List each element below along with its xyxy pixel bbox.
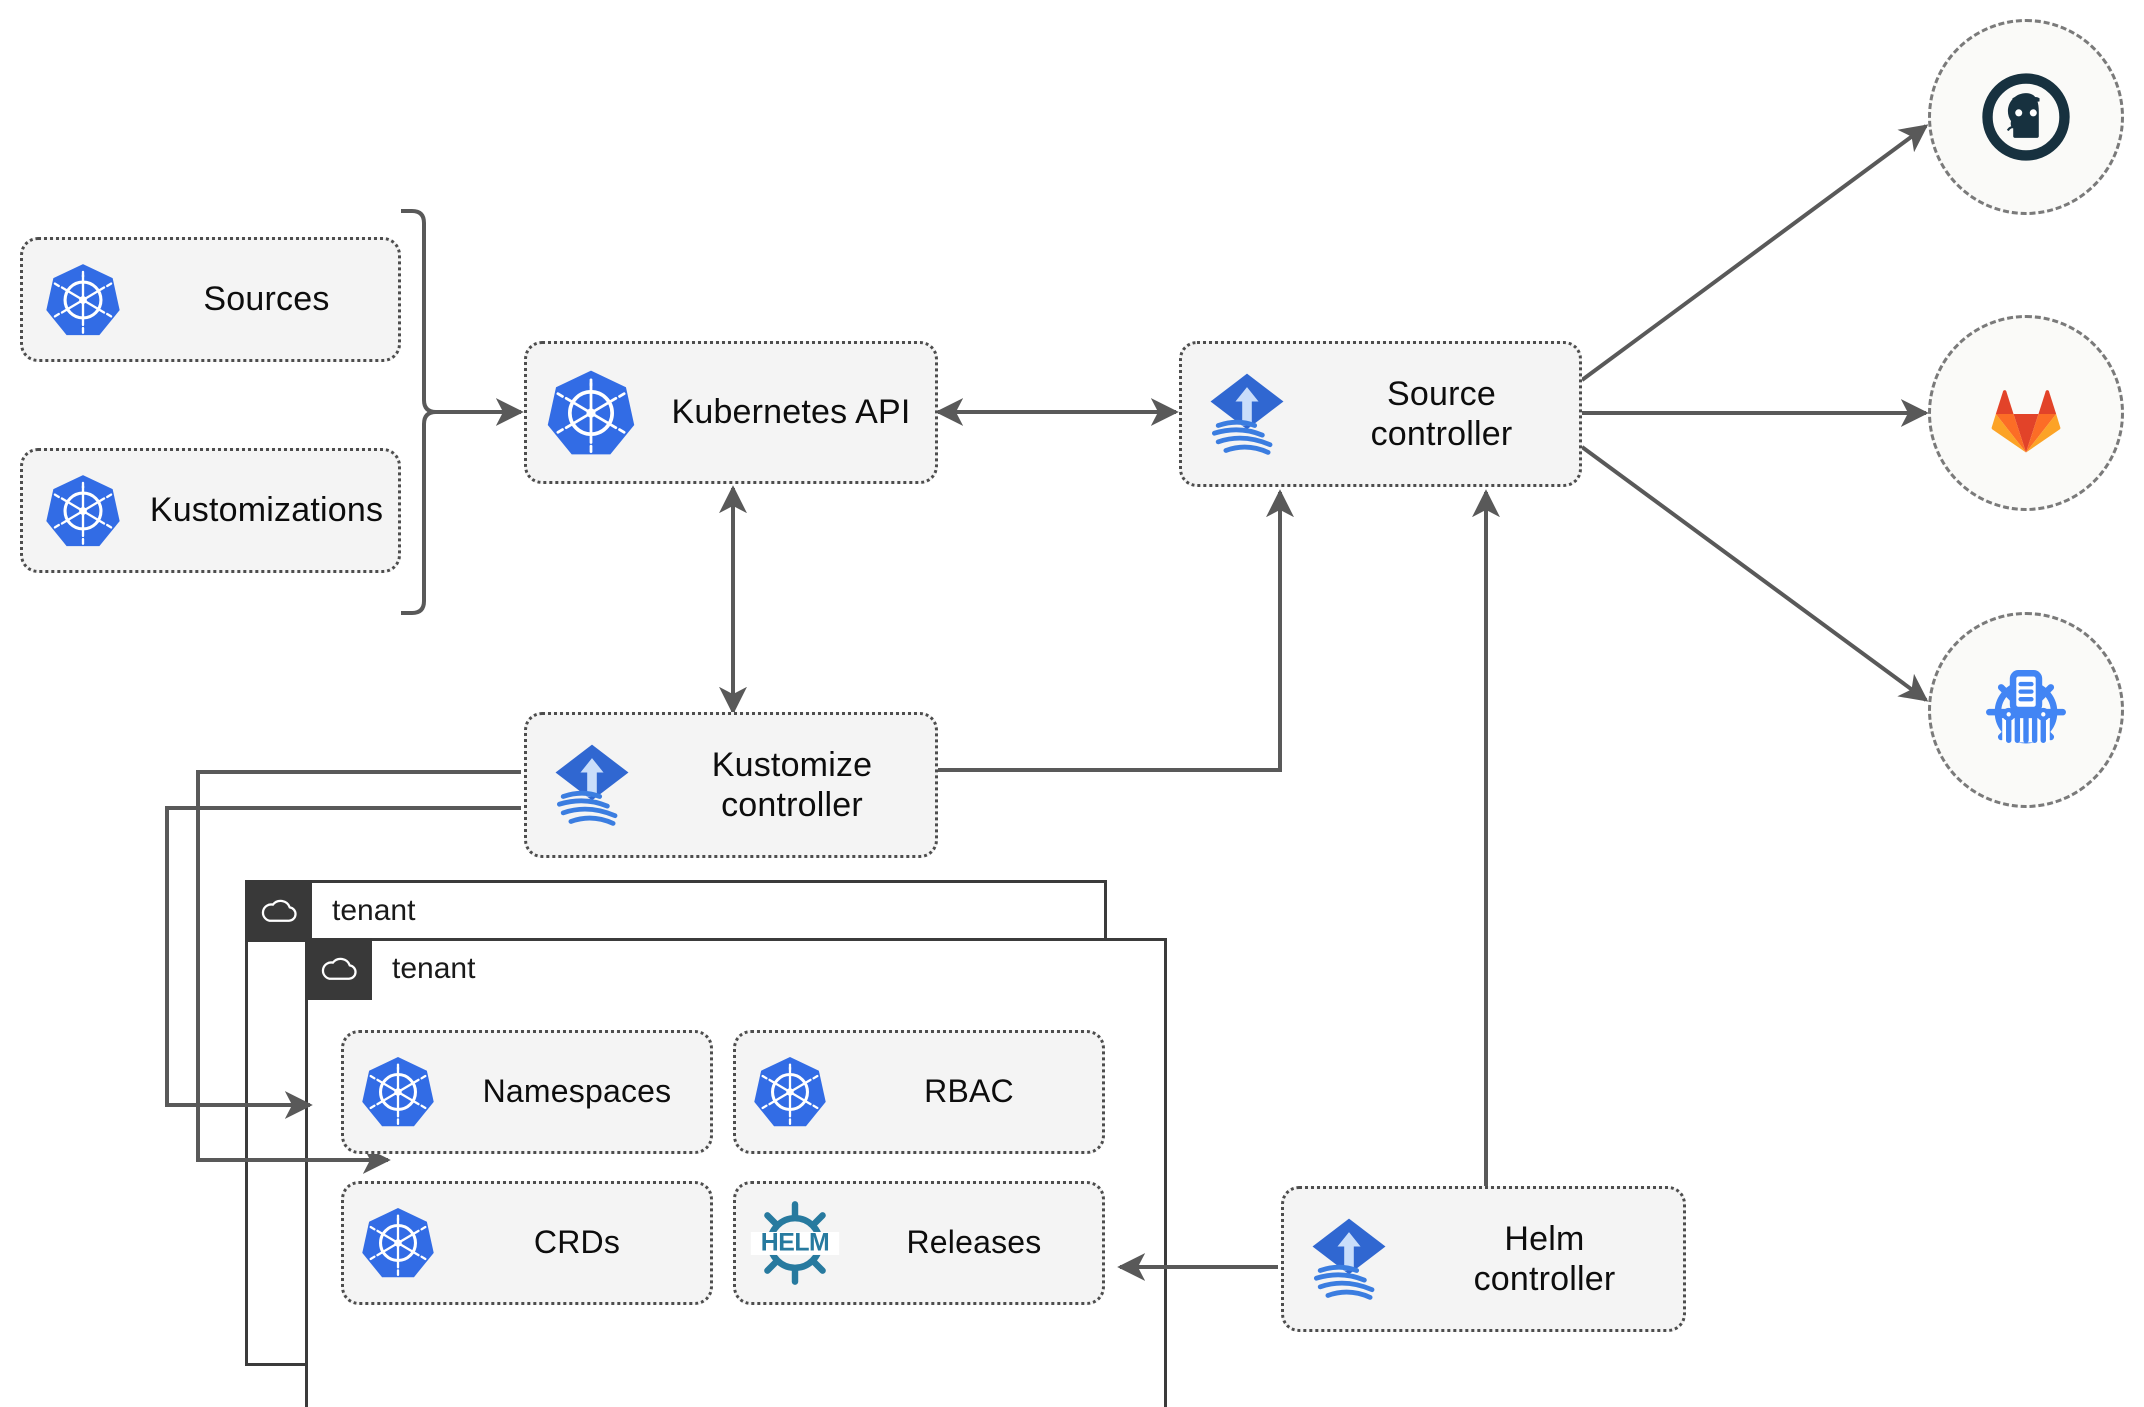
github-icon <box>1982 73 2070 161</box>
node-kustomizations[interactable]: Kustomizations <box>20 448 401 573</box>
tenant-tab-front <box>305 938 372 1000</box>
endpoint-github[interactable] <box>1928 19 2124 215</box>
gitlab-icon <box>1991 390 2061 453</box>
node-label: CRDs <box>533 1224 621 1261</box>
node-label: Kubernetes API <box>671 393 911 432</box>
flux-icon <box>1182 366 1312 462</box>
helm-icon: HELM <box>736 1197 854 1289</box>
node-label-line2: controller <box>1370 415 1513 453</box>
node-label: Kustomizations <box>149 491 384 530</box>
node-label: Namespaces <box>482 1073 672 1110</box>
kubernetes-icon <box>23 472 143 550</box>
node-label: Releases <box>906 1224 1042 1261</box>
cloud-icon <box>261 899 297 922</box>
tenant-label-front: tenant <box>392 952 476 985</box>
tenant-tab-back <box>245 880 312 942</box>
node-sources[interactable]: Sources <box>20 237 401 362</box>
node-crds[interactable]: CRDs <box>341 1181 713 1305</box>
node-rbac[interactable]: RBAC <box>733 1030 1105 1154</box>
node-label: Sources <box>203 280 330 319</box>
endpoint-harbor[interactable] <box>1928 612 2124 808</box>
endpoint-gitlab[interactable] <box>1928 315 2124 511</box>
tenant-frame-front[interactable]: tenant <box>305 938 1167 1407</box>
arrow-kustomize-controller-to-tenant-front <box>165 806 521 1119</box>
node-label: RBAC <box>924 1073 1014 1110</box>
node-label-line1: Kustomize <box>711 745 873 784</box>
node-source-controller[interactable]: Source controller <box>1179 341 1582 487</box>
flux-icon <box>527 737 657 833</box>
node-label-line1: Helm <box>1504 1219 1585 1258</box>
node-namespaces[interactable]: Namespaces <box>341 1030 713 1154</box>
kubernetes-icon <box>527 367 655 459</box>
node-releases[interactable]: HELM Releases <box>733 1181 1105 1305</box>
tenant-label-back: tenant <box>332 894 416 927</box>
arrow-source-controller-to-github <box>1580 124 1929 382</box>
node-helm-controller[interactable]: Helm controller <box>1281 1186 1686 1332</box>
arrow-kustomize-controller-to-source-controller <box>938 489 1294 772</box>
cloud-icon <box>321 957 357 980</box>
node-kustomize-controller[interactable]: Kustomize controller <box>524 712 938 858</box>
node-label-line2: controller <box>721 786 863 824</box>
kubernetes-icon <box>344 1054 452 1130</box>
node-label: Kustomize controller <box>657 745 935 825</box>
node-label: Helm controller <box>1414 1219 1683 1299</box>
node-label: Source controller <box>1312 374 1579 454</box>
node-kubernetes-api[interactable]: Kubernetes API <box>524 341 938 484</box>
node-label-line1: Source <box>1387 374 1496 413</box>
arrow-kustomize-controller-to-tenant-back <box>196 770 521 1174</box>
arrow-source-controller-to-harbor <box>1580 445 1929 702</box>
kubernetes-icon <box>23 261 143 339</box>
kubernetes-icon <box>736 1054 844 1130</box>
harbor-icon <box>1986 670 2066 744</box>
svg-text:HELM: HELM <box>761 1229 830 1256</box>
kubernetes-icon <box>344 1205 452 1281</box>
flux-icon <box>1284 1211 1414 1307</box>
node-label-line2: controller <box>1473 1260 1616 1298</box>
